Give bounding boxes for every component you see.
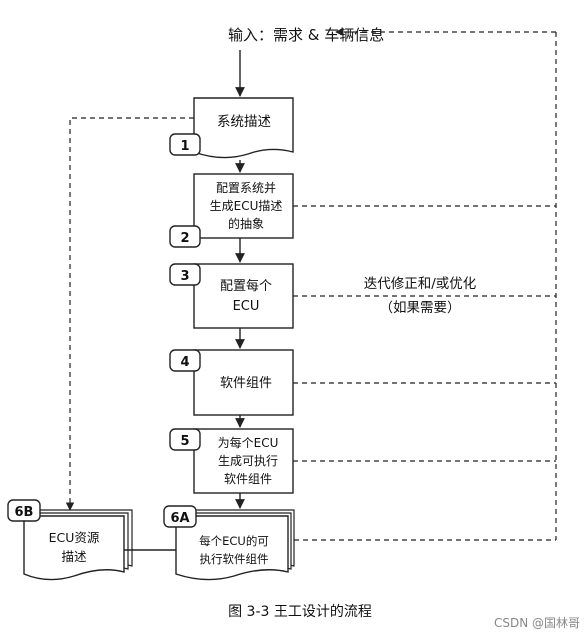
step-2-badge	[169, 225, 201, 248]
step-3-number: 3	[180, 269, 189, 284]
step-6a-doc-front	[175, 515, 289, 581]
step-6a-label-line2: 执行软件组件	[200, 552, 269, 566]
iteration-feedback-lines	[293, 27, 557, 541]
step-5-number: 5	[180, 434, 189, 449]
watermark: CSDN @国林哥	[494, 616, 580, 630]
step-5-badge	[169, 428, 201, 451]
step-5-label-line1: 为每个ECU	[218, 435, 279, 450]
step-1-number: 1	[180, 139, 189, 154]
input-label: 输入：需求 & 车辆信息	[228, 26, 384, 44]
step-2-label-line1: 配置系统并	[216, 181, 276, 195]
step-4-software-components: 4 软件组件	[169, 349, 294, 416]
step-2-box	[193, 173, 294, 239]
step-5-label-line3: 软件组件	[224, 472, 272, 486]
step-2-configure-system: 2 配置系统并 生成ECU描述 的抽象	[169, 173, 294, 248]
step-4-badge	[169, 349, 201, 372]
step-1-badge	[169, 133, 201, 156]
step-5-generate-executable: 5 为每个ECU 生成可执行 软件组件	[169, 428, 294, 494]
step-2-number: 2	[180, 231, 189, 246]
step-4-label: 软件组件	[220, 376, 272, 391]
step-5-box	[193, 428, 294, 494]
step-1-system-description: 1 系统描述	[169, 97, 294, 159]
step-2-label-line2: 生成ECU描述	[210, 199, 283, 213]
step-6b-doc-front	[23, 515, 125, 581]
step-6a-executable-software: 6A 每个ECU的可 执行软件组件	[163, 505, 295, 581]
step-6b-label-line1: ECU资源	[49, 530, 100, 545]
iteration-label-line2: （如果需要）	[380, 300, 461, 316]
step-3-configure-ecu: 3 配置每个 ECU	[169, 263, 294, 329]
step-1-box	[193, 97, 294, 159]
figure-caption: 图 3-3 王工设计的流程	[228, 604, 372, 620]
step-2-label-line3: 的抽象	[228, 216, 264, 231]
step-6a-label-line1: 每个ECU的可	[199, 534, 269, 548]
step-6a-number: 6A	[170, 511, 189, 526]
step-6b-label-line2: 描述	[61, 549, 87, 564]
step-6b-number: 6B	[15, 505, 34, 520]
dashed-step1-to-6b	[65, 117, 194, 511]
iteration-label-line1: 迭代修正和/或优化	[364, 276, 477, 292]
step-4-number: 4	[180, 355, 189, 370]
step-3-label-line1: 配置每个	[220, 278, 272, 294]
step-1-label: 系统描述	[217, 114, 271, 130]
step-3-box	[193, 263, 294, 329]
step-6a-badge	[163, 505, 197, 528]
step-6b-badge	[7, 499, 41, 522]
step-3-label-line2: ECU	[233, 299, 260, 314]
step-5-label-line2: 生成可执行	[218, 454, 278, 468]
step-3-badge	[169, 263, 201, 286]
step-4-box	[193, 349, 294, 416]
step-6b-ecu-resource-description: 6B ECU资源 描述	[7, 499, 133, 581]
